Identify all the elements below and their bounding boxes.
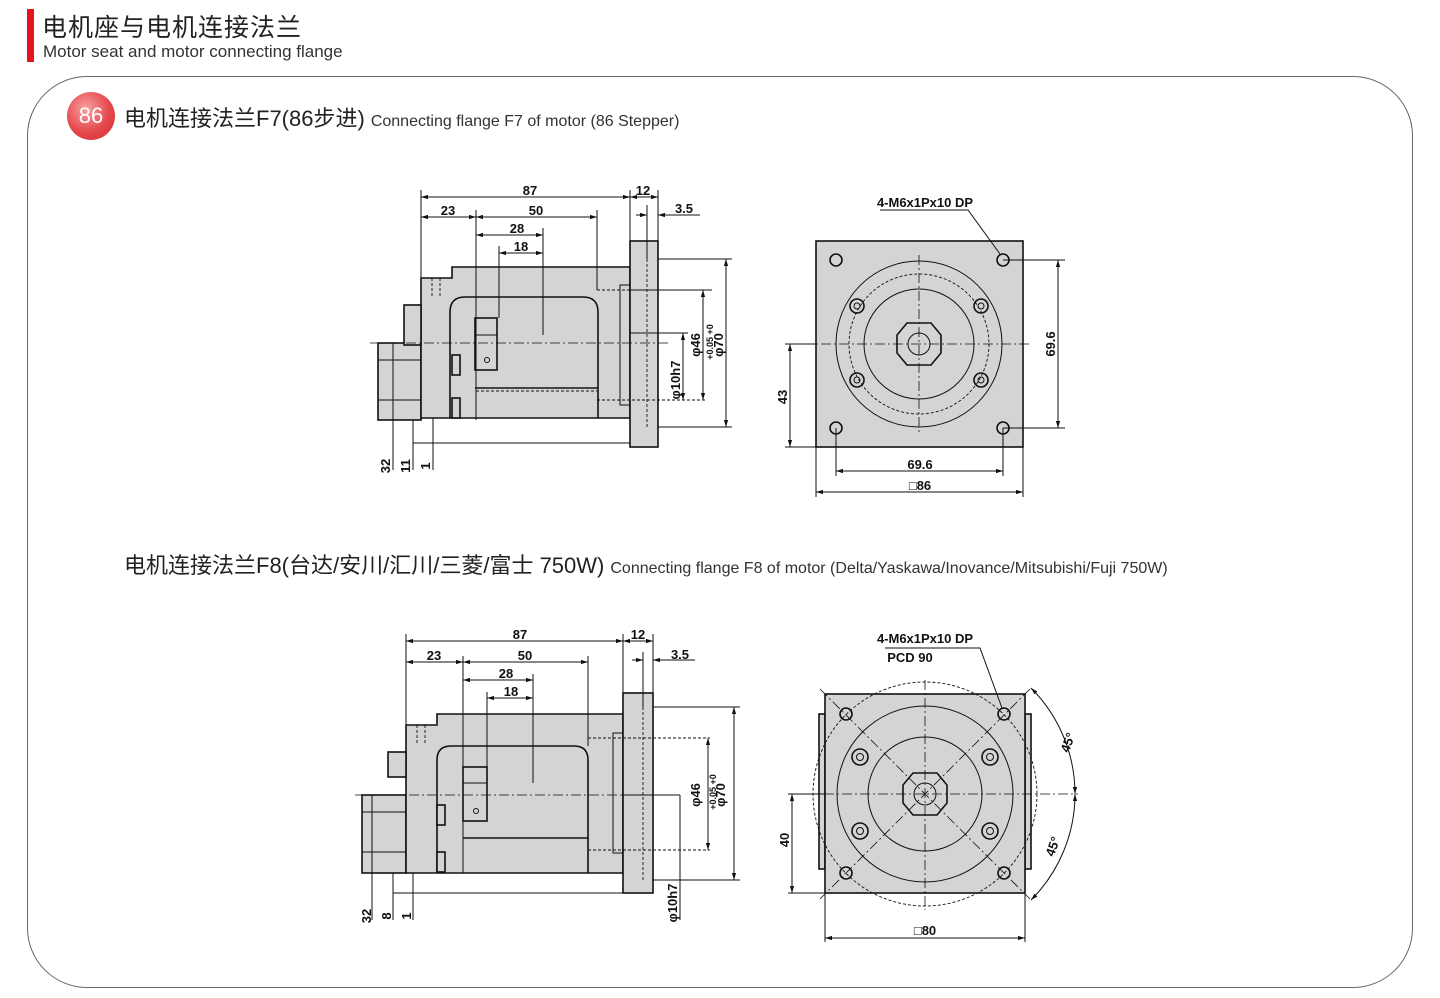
section1-title-cn: 电机连接法兰F7(86步进) <box>124 106 365 131</box>
section2-title: 电机连接法兰F8(台达/安川/汇川/三菱/富士 750W) Connecting … <box>124 548 1168 580</box>
section1-title: 电机连接法兰F7(86步进) Connecting flange F7 of mo… <box>124 101 679 133</box>
dim-23: 23 <box>441 203 455 218</box>
dim-18: 18 <box>514 239 528 254</box>
dim-8: 8 <box>379 912 394 919</box>
dim-43: 43 <box>775 390 790 404</box>
dim-69-6-horizontal: 69.6 <box>907 457 932 472</box>
f8-bolt-holes <box>839 707 1011 880</box>
accent-bar <box>27 9 34 62</box>
pcd-label: PCD 90 <box>887 650 933 665</box>
dim-87: 87 <box>523 183 537 198</box>
f7-side-view: 87 12 23 50 28 18 3.5 φ46 φ70 +0.05 +0 φ… <box>370 183 732 473</box>
thread-spec-label: 4-M6x1Px10 DP <box>877 631 973 646</box>
dim-phi70: φ70 <box>711 333 726 357</box>
thread-spec-label: 4-M6x1Px10 DP <box>877 195 973 210</box>
dim-28: 28 <box>510 221 524 236</box>
page-title-cn: 电机座与电机连接法兰 <box>42 14 303 42</box>
dim-11: 11 <box>398 459 413 473</box>
dim-69-6-vertical: 69.6 <box>1043 331 1058 356</box>
dim-50: 50 <box>529 203 543 218</box>
dim-87: 87 <box>513 627 527 642</box>
dim-3-5: 3.5 <box>675 201 693 216</box>
dim-phi46: φ46 <box>688 783 703 807</box>
f7-front-view: 4-M6x1Px10 DP 69.6 □86 69.6 43 <box>775 195 1065 497</box>
f8-front-view: 4-M6x1Px10 DP PCD 90 □80 40 45° 45° <box>777 631 1078 942</box>
angle-45-lower: 45° <box>1042 835 1063 859</box>
dim-phi70: φ70 <box>713 783 728 807</box>
dim-1: 1 <box>418 462 433 469</box>
dim-12: 12 <box>631 627 645 642</box>
dim-phi10h7: φ10h7 <box>668 361 683 400</box>
dim-3-5: 3.5 <box>671 647 689 662</box>
dim-phi70-tolerance: +0.05 +0 <box>708 774 718 810</box>
dim-50: 50 <box>518 648 532 663</box>
dim-12: 12 <box>636 183 650 198</box>
dim-28: 28 <box>499 666 513 681</box>
dim-phi10h7: φ10h7 <box>665 884 680 923</box>
dim-32: 32 <box>359 909 374 923</box>
dim-40: 40 <box>777 833 792 847</box>
f8-side-view: 87 12 23 50 28 18 3.5 φ46 φ70 +0.05 +0 φ… <box>355 627 740 923</box>
section1-title-en: Connecting flange F7 of motor (86 Steppe… <box>370 113 680 130</box>
content-panel <box>27 76 1413 988</box>
dim-phi46: φ46 <box>688 333 703 357</box>
dim-square-86: □86 <box>909 478 931 493</box>
section2-title-cn: 电机连接法兰F8(台达/安川/汇川/三菱/富士 750W) <box>124 553 605 578</box>
angle-45-upper: 45° <box>1057 731 1078 755</box>
dim-square-80: □80 <box>914 923 936 938</box>
page-title-en: Motor seat and motor connecting flange <box>43 42 343 61</box>
dim-1: 1 <box>399 912 414 919</box>
dim-18: 18 <box>504 684 518 699</box>
size-badge: 86 <box>67 92 115 140</box>
dim-phi70-tolerance: +0.05 +0 <box>705 324 715 360</box>
dim-32: 32 <box>378 459 393 473</box>
dim-23: 23 <box>427 648 441 663</box>
section2-title-en: Connecting flange F8 of motor (Delta/Yas… <box>610 560 1168 577</box>
